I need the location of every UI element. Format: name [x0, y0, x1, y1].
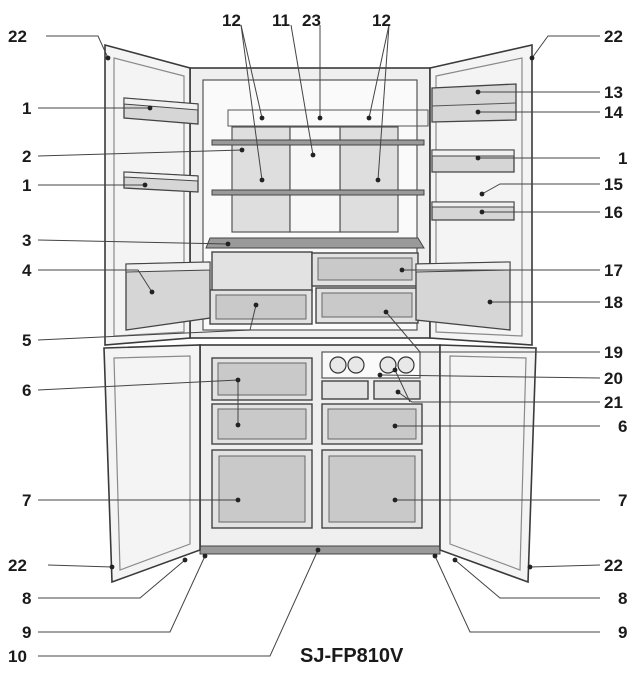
callout-6-left: 6 [22, 381, 31, 400]
callout-19: 19 [604, 343, 623, 362]
callout-11: 11 [272, 11, 290, 30]
callout-9-right: 9 [618, 623, 627, 642]
glass-shelf-upper [211, 139, 425, 146]
callout-2: 2 [22, 147, 31, 166]
callout-5: 5 [22, 331, 31, 350]
callout-12-right: 12 [372, 11, 391, 30]
callout-6-right: 6 [618, 417, 627, 436]
callout-22-bottom-left: 22 [8, 556, 27, 575]
callout-14: 14 [604, 103, 623, 122]
ice-tray-21-left [321, 380, 369, 400]
callout-1-right: 1 [618, 149, 627, 168]
drawer-empty-area [211, 251, 313, 293]
callout-9-left: 9 [22, 623, 31, 642]
callout-8-right: 8 [618, 589, 627, 608]
callout-13: 13 [604, 83, 623, 102]
freezer-door-left [103, 344, 201, 584]
callout-4: 4 [22, 261, 32, 280]
freezer-door-right [439, 344, 537, 584]
callout-23: 23 [302, 11, 321, 30]
freezer-cabinet [199, 344, 441, 555]
callout-18: 18 [604, 293, 623, 312]
callout-8-left: 8 [22, 589, 31, 608]
model-name: SJ-FP810V [300, 645, 404, 667]
callout-10: 10 [8, 647, 27, 666]
callout-15: 15 [604, 175, 623, 194]
callout-1-upper-left: 1 [22, 99, 31, 118]
callout-22-bottom-right: 22 [604, 556, 623, 575]
light-cover-23 [227, 109, 429, 127]
glass-shelf-area [211, 126, 425, 233]
fridge-door-right [415, 43, 533, 346]
callout-16: 16 [604, 203, 623, 222]
callout-20: 20 [604, 369, 623, 388]
callout-7-left: 7 [22, 491, 31, 510]
glass-shelf-lower [211, 189, 425, 196]
callout-7-right: 7 [618, 491, 627, 510]
leader-dots [105, 55, 535, 570]
callout-labels: 22 12 11 23 12 22 1 13 14 2 1 1 15 16 3 … [8, 11, 627, 666]
leader-lines [37, 24, 601, 657]
callout-17: 17 [604, 261, 623, 280]
callout-12-left: 12 [222, 11, 241, 30]
chilled-shelf [205, 237, 425, 249]
callout-1-lower-left: 1 [22, 176, 31, 195]
callout-21: 21 [604, 393, 623, 412]
callout-22-top-left: 22 [8, 27, 27, 46]
callout-3: 3 [22, 231, 31, 250]
callout-22-top-right: 22 [604, 27, 623, 46]
